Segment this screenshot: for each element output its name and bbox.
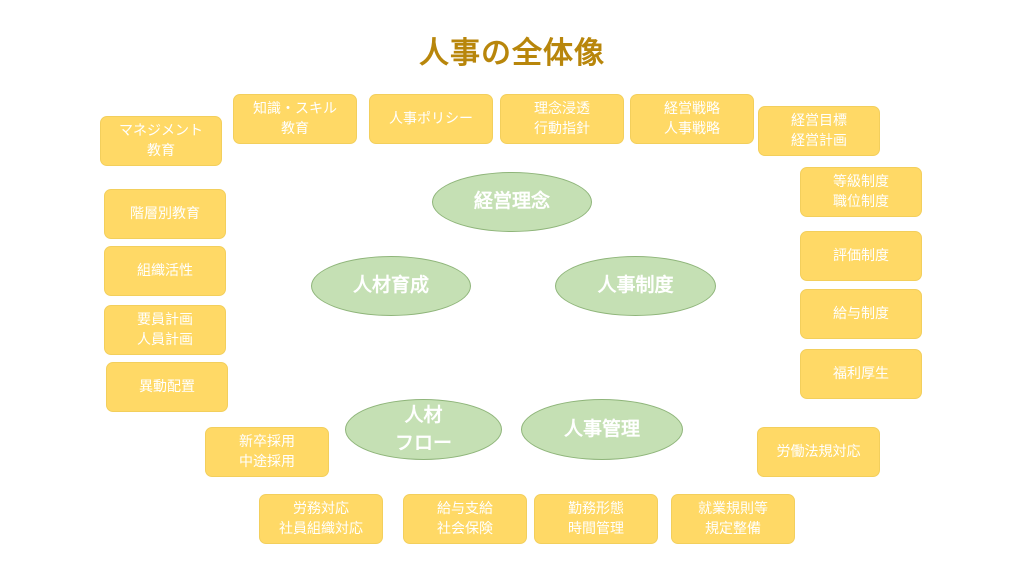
box-kyuyo-seido: 給与制度	[800, 289, 922, 339]
ellipse-jinzai-flow: 人材 フロー	[345, 399, 502, 460]
ellipse-jinji-seido: 人事制度	[555, 256, 716, 316]
box-soshiki-kasseika: 組織活性	[104, 246, 226, 296]
box-saiyo: 新卒採用 中途採用	[205, 427, 329, 477]
box-jinji-policy: 人事ポリシー	[369, 94, 493, 144]
box-roumu-taiou: 労務対応 社員組織対応	[259, 494, 383, 544]
box-rinen-shinto: 理念浸透 行動指針	[500, 94, 624, 144]
box-kaisoubetsu: 階層別教育	[104, 189, 226, 239]
box-chishiki-skill: 知識・スキル 教育	[233, 94, 357, 144]
box-fukuri-kosei: 福利厚生	[800, 349, 922, 399]
ellipse-jinzai-ikusei: 人材育成	[311, 256, 471, 316]
box-youin-keikaku: 要員計画 人員計画	[104, 305, 226, 355]
ellipse-jinji-kanri: 人事管理	[521, 399, 683, 460]
box-idou-haichi: 異動配置	[106, 362, 228, 412]
page-title: 人事の全体像	[419, 36, 605, 71]
box-roudouhou-taiou: 労働法規対応	[757, 427, 880, 477]
box-kinmu-keitai: 勤務形態 時間管理	[534, 494, 658, 544]
box-keiei-senryaku: 経営戦略 人事戦略	[630, 94, 754, 144]
box-tokyu-seido: 等級制度 職位制度	[800, 167, 922, 217]
box-management-education: マネジメント 教育	[100, 116, 222, 166]
ellipse-keiei-rinen: 経営理念	[432, 172, 592, 232]
box-keiei-mokuhyo: 経営目標 経営計画	[758, 106, 880, 156]
box-hyoka-seido: 評価制度	[800, 231, 922, 281]
box-shugyo-kisoku: 就業規則等 規定整備	[671, 494, 795, 544]
box-kyuyo-shiharai: 給与支給 社会保険	[403, 494, 527, 544]
